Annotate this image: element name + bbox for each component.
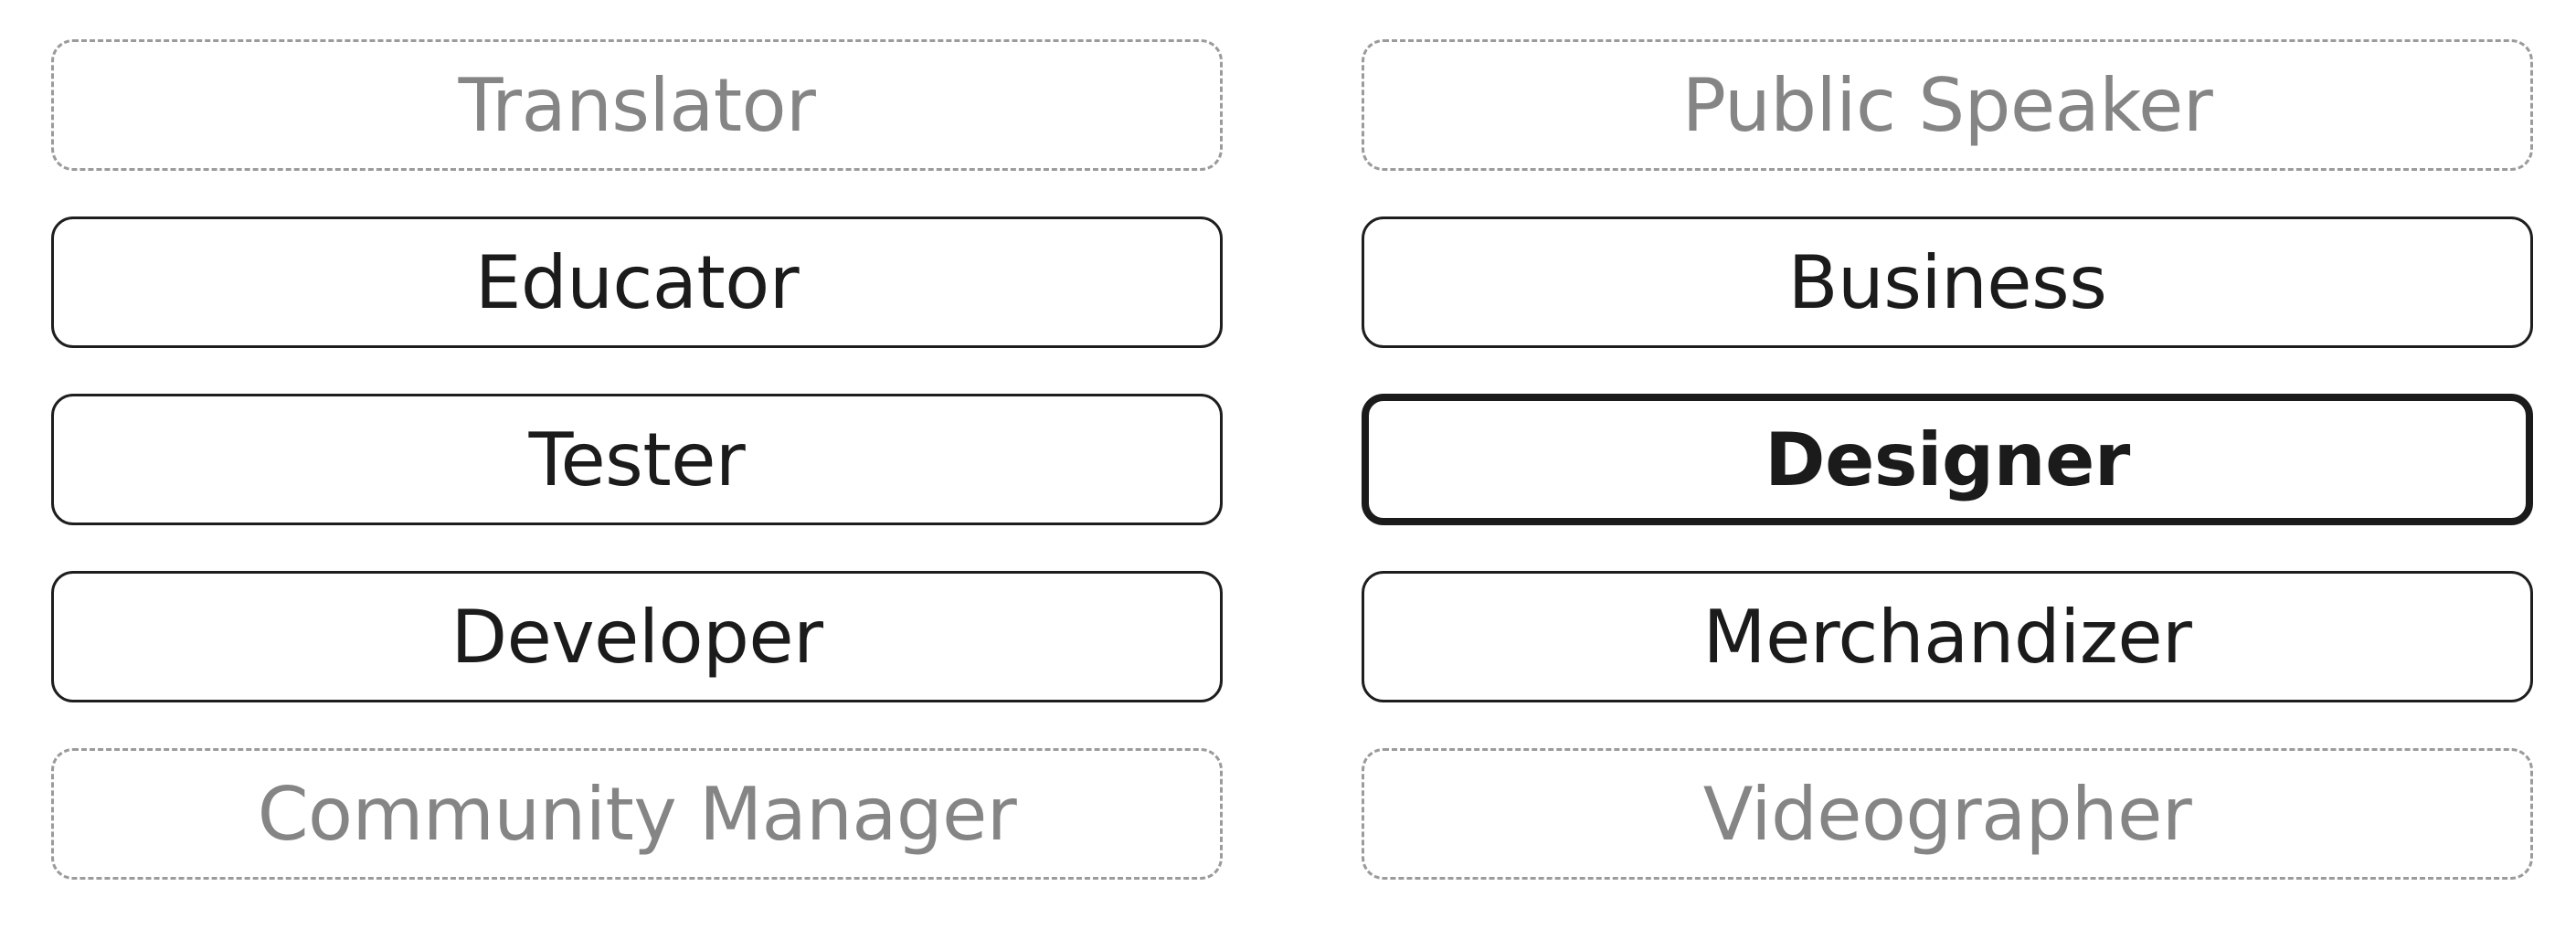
role-option-videographer[interactable]: Videographer — [1362, 748, 2533, 880]
role-label: Community Manager — [257, 771, 1017, 857]
role-option-business[interactable]: Business — [1362, 216, 2533, 348]
role-label: Designer — [1765, 417, 2130, 502]
role-option-developer[interactable]: Developer — [51, 571, 1223, 702]
role-label: Tester — [528, 417, 746, 502]
role-option-tester[interactable]: Tester — [51, 394, 1223, 525]
role-label: Merchandizer — [1702, 594, 2192, 680]
role-option-translator[interactable]: Translator — [51, 39, 1223, 171]
role-option-community-manager[interactable]: Community Manager — [51, 748, 1223, 880]
role-label: Educator — [474, 239, 800, 325]
role-option-educator[interactable]: Educator — [51, 216, 1223, 348]
role-label: Developer — [451, 594, 823, 680]
role-label: Public Speaker — [1681, 62, 2213, 148]
role-option-designer[interactable]: Designer — [1362, 394, 2533, 525]
role-label: Videographer — [1702, 771, 2192, 857]
role-label: Business — [1787, 239, 2107, 325]
role-label: Translator — [458, 62, 816, 148]
role-option-public-speaker[interactable]: Public Speaker — [1362, 39, 2533, 171]
role-option-merchandizer[interactable]: Merchandizer — [1362, 571, 2533, 702]
role-options-grid: Translator Public Speaker Educator Busin… — [51, 39, 2533, 880]
